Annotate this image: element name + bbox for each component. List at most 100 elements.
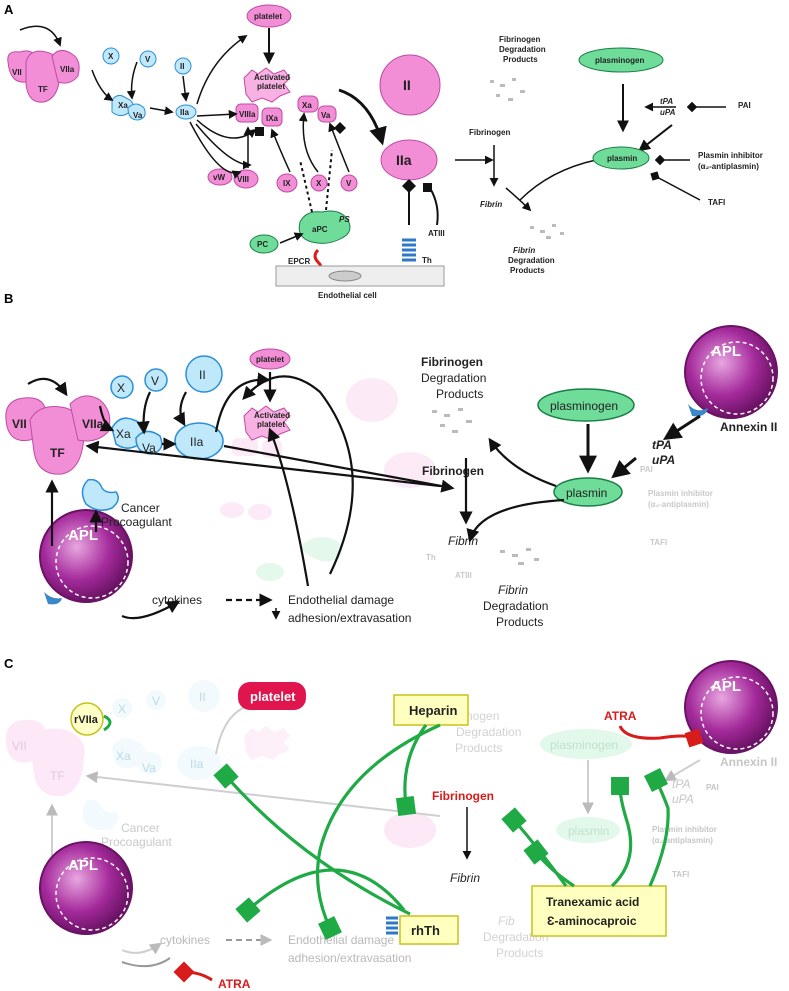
label-fibrin-dp-c-1: Fib [498,914,515,928]
label-procoagulant-c: Procoagulant [101,835,172,849]
label-activated-platelet-a-1: Activated [254,73,290,82]
apl-cell-bottom-c: APL [39,841,133,935]
rhth-box: rhTh [386,915,459,945]
label-x-b: X [117,381,125,395]
panel-label-b: B [4,291,13,306]
label-plasmin-c: plasmin [568,824,609,838]
label-activated-platelet-a-2: platelet [257,82,285,91]
label-plasmin-inhibitor-c-1: Plasmin inhibitor [652,825,717,834]
label-atra-c-bottom: ATRA [218,977,251,991]
label-vii-b: VII [12,417,27,431]
label-fibrin-dp-a-3: Products [510,266,545,275]
label-viiia-a: VIIIa [239,110,256,119]
platelet-group-a: platelet Activated platelet [243,4,292,103]
label-ii-b: II [199,368,206,382]
label-iia-big-a: IIa [396,152,412,168]
label-activated-platelet-b-2: platelet [257,420,285,429]
label-fibrinogen-dp-c-3: Products [455,741,502,755]
label-epcr-a: EPCR [288,257,310,266]
label-fibrin-dp-c-3: Products [496,946,543,960]
label-fibrin-dp-b-1: Fibrin [498,583,528,597]
label-fdp-a-2: Degradation [499,45,546,54]
label-viii-a: VIII [237,175,249,184]
label-ii-c: II [199,690,206,704]
label-xa-b: Xa [116,427,131,441]
label-platelet-a: platelet [254,12,282,21]
label-ps-a: PS [339,215,350,224]
rviia-c: rVIIa [70,702,112,736]
label-plasminogen-c: plasminogen [550,738,618,752]
label-rhth: rhTh [411,923,440,938]
tenase-prothrombinase-a: VIIIa IXa Xa Va [235,95,337,127]
label-pc-a: PC [257,240,268,249]
label-viia-a: VIIa [60,65,75,74]
label-aminocaproic: Ɛ-aminocaproic [547,914,637,928]
faded-background-b [220,378,436,581]
label-fibrin-a: Fibrin [480,200,502,209]
label-pai-a: PAI [738,101,751,110]
label-iia-small-a: IIa [180,108,189,117]
label-fdp-a-3: Products [503,55,538,64]
label-fibrin-dp-b-2: Degradation [483,599,548,613]
label-tf-b: TF [50,446,65,460]
label-plasminogen-b: plasminogen [550,399,618,413]
cancer-procoagulant-b: Cancer Procoagulant [81,478,172,529]
label-adhesion-c: adhesion/extravasation [288,951,411,965]
label-fibrin-c: Fibrin [450,871,480,885]
thrombin-group-a: II IIa ATIII Th [338,54,445,265]
label-cancer-c: Cancer [121,821,160,835]
label-upa-c: uPA [672,792,694,806]
label-heparin: Heparin [409,703,457,718]
label-x-a: X [108,52,114,61]
label-upa-a: uPA [660,108,676,117]
label-plasmin-inhibitor-c-2: (α₂-antiplasmin) [652,836,713,845]
label-platelet-c: platelet [250,689,296,704]
label-adhesion-b: adhesion/extravasation [288,611,411,625]
label-upa-b: uPA [652,453,675,467]
cascade-arrows-a [19,25,726,212]
label-ii-big-a: II [403,77,411,93]
label-apl-c-2: APL [711,678,741,695]
label-th-a: Th [422,256,432,265]
label-tafi-faded-b: TAFI [650,538,667,547]
label-xa-a: Xa [118,101,128,110]
label-cytokines-c: cytokines [160,933,210,947]
faded-labels-b: PAI Plasmin inhibitor (α₂-antiplasmin) T… [426,465,713,580]
apl-cell-bottom-b: APL [39,509,133,605]
label-v-b: V [151,374,159,388]
label-ii-a-small: II [180,62,184,71]
label-fibrinogen-b: Fibrinogen [422,464,484,478]
label-fibrinogen-dp-b-3: Products [436,387,483,401]
label-ix-a: IX [283,179,291,188]
label-va-pink-a: Va [321,111,331,120]
label-annexin-ii-b: Annexin II [720,420,777,434]
label-cytokines-b: cytokines [152,593,202,607]
label-endothelial-damage-b: Endothelial damage [288,593,394,607]
label-activated-platelet-b-1: Activated [254,411,290,420]
label-plasmin-inhibitor-faded-b-1: Plasmin inhibitor [648,489,713,498]
label-apl-c-1: APL [68,857,98,874]
label-apl-b-2: APL [711,343,741,360]
label-viia-b: VIIa [82,417,104,431]
label-endothelial-damage-c: Endothelial damage [288,933,394,947]
tf-complex-b: VII TF VIIa [5,395,111,475]
fibrinogen-c: Fibrinogen Fibrin [432,789,494,885]
label-atiii-faded-b: ATIII [455,571,472,580]
label-fibrin-dp-b-3: Products [496,615,543,629]
label-pai-c: PAI [706,783,719,792]
thrombin-receptor-a [402,238,416,262]
apl-cell-top-b: APL Annexin II [684,325,778,434]
label-platelet-b: platelet [256,355,284,364]
label-v-a: V [145,55,151,64]
platelet-group-b: platelet Activated platelet [243,348,291,441]
apl-cell-top-c: APL [684,660,778,754]
label-tpa-b: tPA [652,438,672,452]
arrows-b [27,372,701,620]
label-procoagulant-b: Procoagulant [101,515,172,529]
label-plasmin-b: plasmin [566,486,607,500]
label-tf-c: TF [50,769,65,783]
label-va-a: Va [133,111,143,120]
label-fdp-a-1: Fibrinogen [499,35,540,44]
platelet-red-c: platelet [238,682,306,710]
